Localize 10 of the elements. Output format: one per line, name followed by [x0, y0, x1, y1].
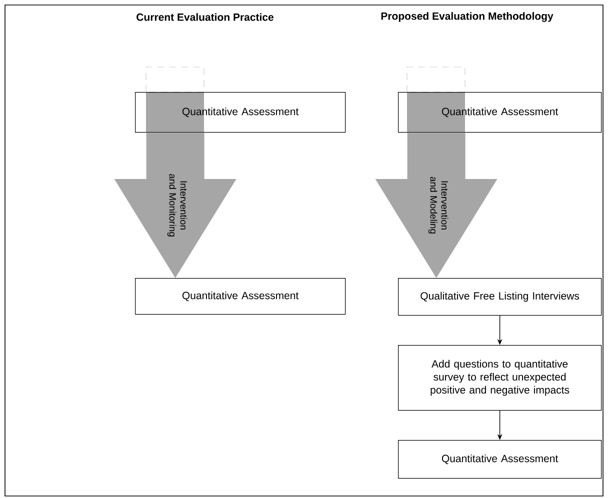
- process-box: Quantitative Assessment: [398, 92, 602, 133]
- process-box: Quantitative Assessment: [398, 440, 602, 479]
- column-title: Current Evaluation Practice: [136, 13, 274, 21]
- process-box: Qualitative Free Listing Interviews: [398, 278, 602, 316]
- edge-label: Intervention and Monitoring: [166, 169, 188, 242]
- process-box: Quantitative Assessment: [135, 278, 346, 315]
- process-box: Quantitative Assessment: [135, 92, 346, 133]
- edge-label: Intervention and Modeling: [427, 169, 450, 242]
- process-box: Add questions to quantitative survey to reflect unexpected positive and negative impacts: [398, 345, 602, 411]
- column-title: Proposed Evaluation Methodology: [381, 12, 554, 22]
